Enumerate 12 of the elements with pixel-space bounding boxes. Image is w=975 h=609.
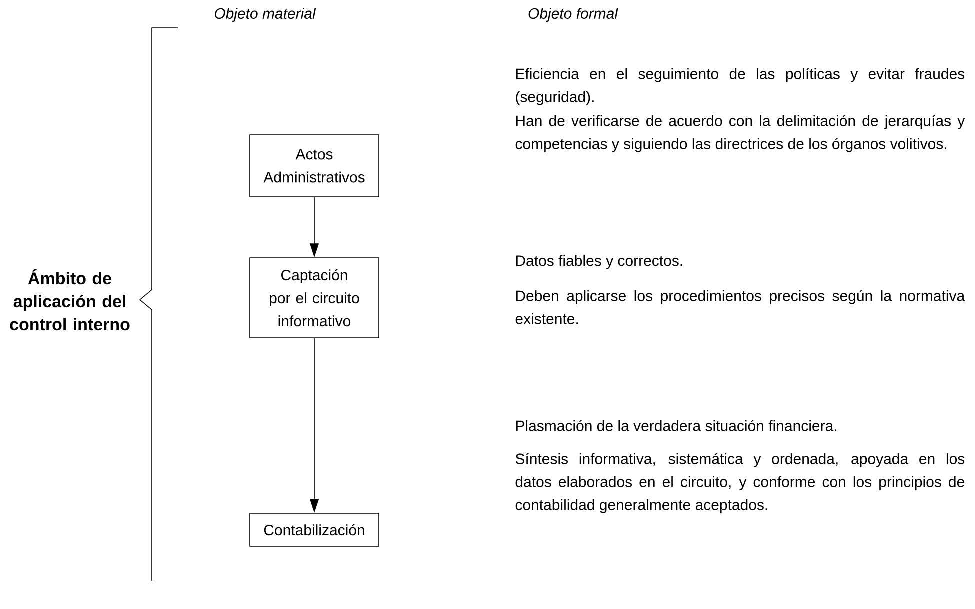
description-text: Eficiencia en el seguimiento de las políticas y evitar fraudes (seguridad).	[516, 68, 965, 106]
description-text: Deben aplicarse los procedimientos precisos según la normativa existente.	[516, 290, 966, 324]
description-text: Síntesis informativa, sistemática y ordenada, apoyada en los datos elaborados en el circuito, y conforme con los principios de contabilidad generalmente aceptados.	[516, 453, 965, 514]
description-text: Plasmación de la verdadera situación financiera.	[516, 420, 836, 432]
title: Ámbito de aplicación del control interno	[10, 269, 130, 331]
process-box: Actos Administrativos	[250, 134, 380, 198]
column-heading: Objeto material	[214, 8, 316, 22]
description-text: Datos fiables y correctos.	[516, 255, 682, 270]
process-box: Contabilización	[250, 513, 380, 547]
process-box: Captación por el circuito informativo	[250, 258, 380, 338]
description-text: Han de verificarse de acuerdo con la delimitación de jerarquías y competencias y siguiendo las directrices de los órganos volitivos.	[516, 115, 966, 152]
column-heading: Objeto formal	[528, 8, 618, 22]
